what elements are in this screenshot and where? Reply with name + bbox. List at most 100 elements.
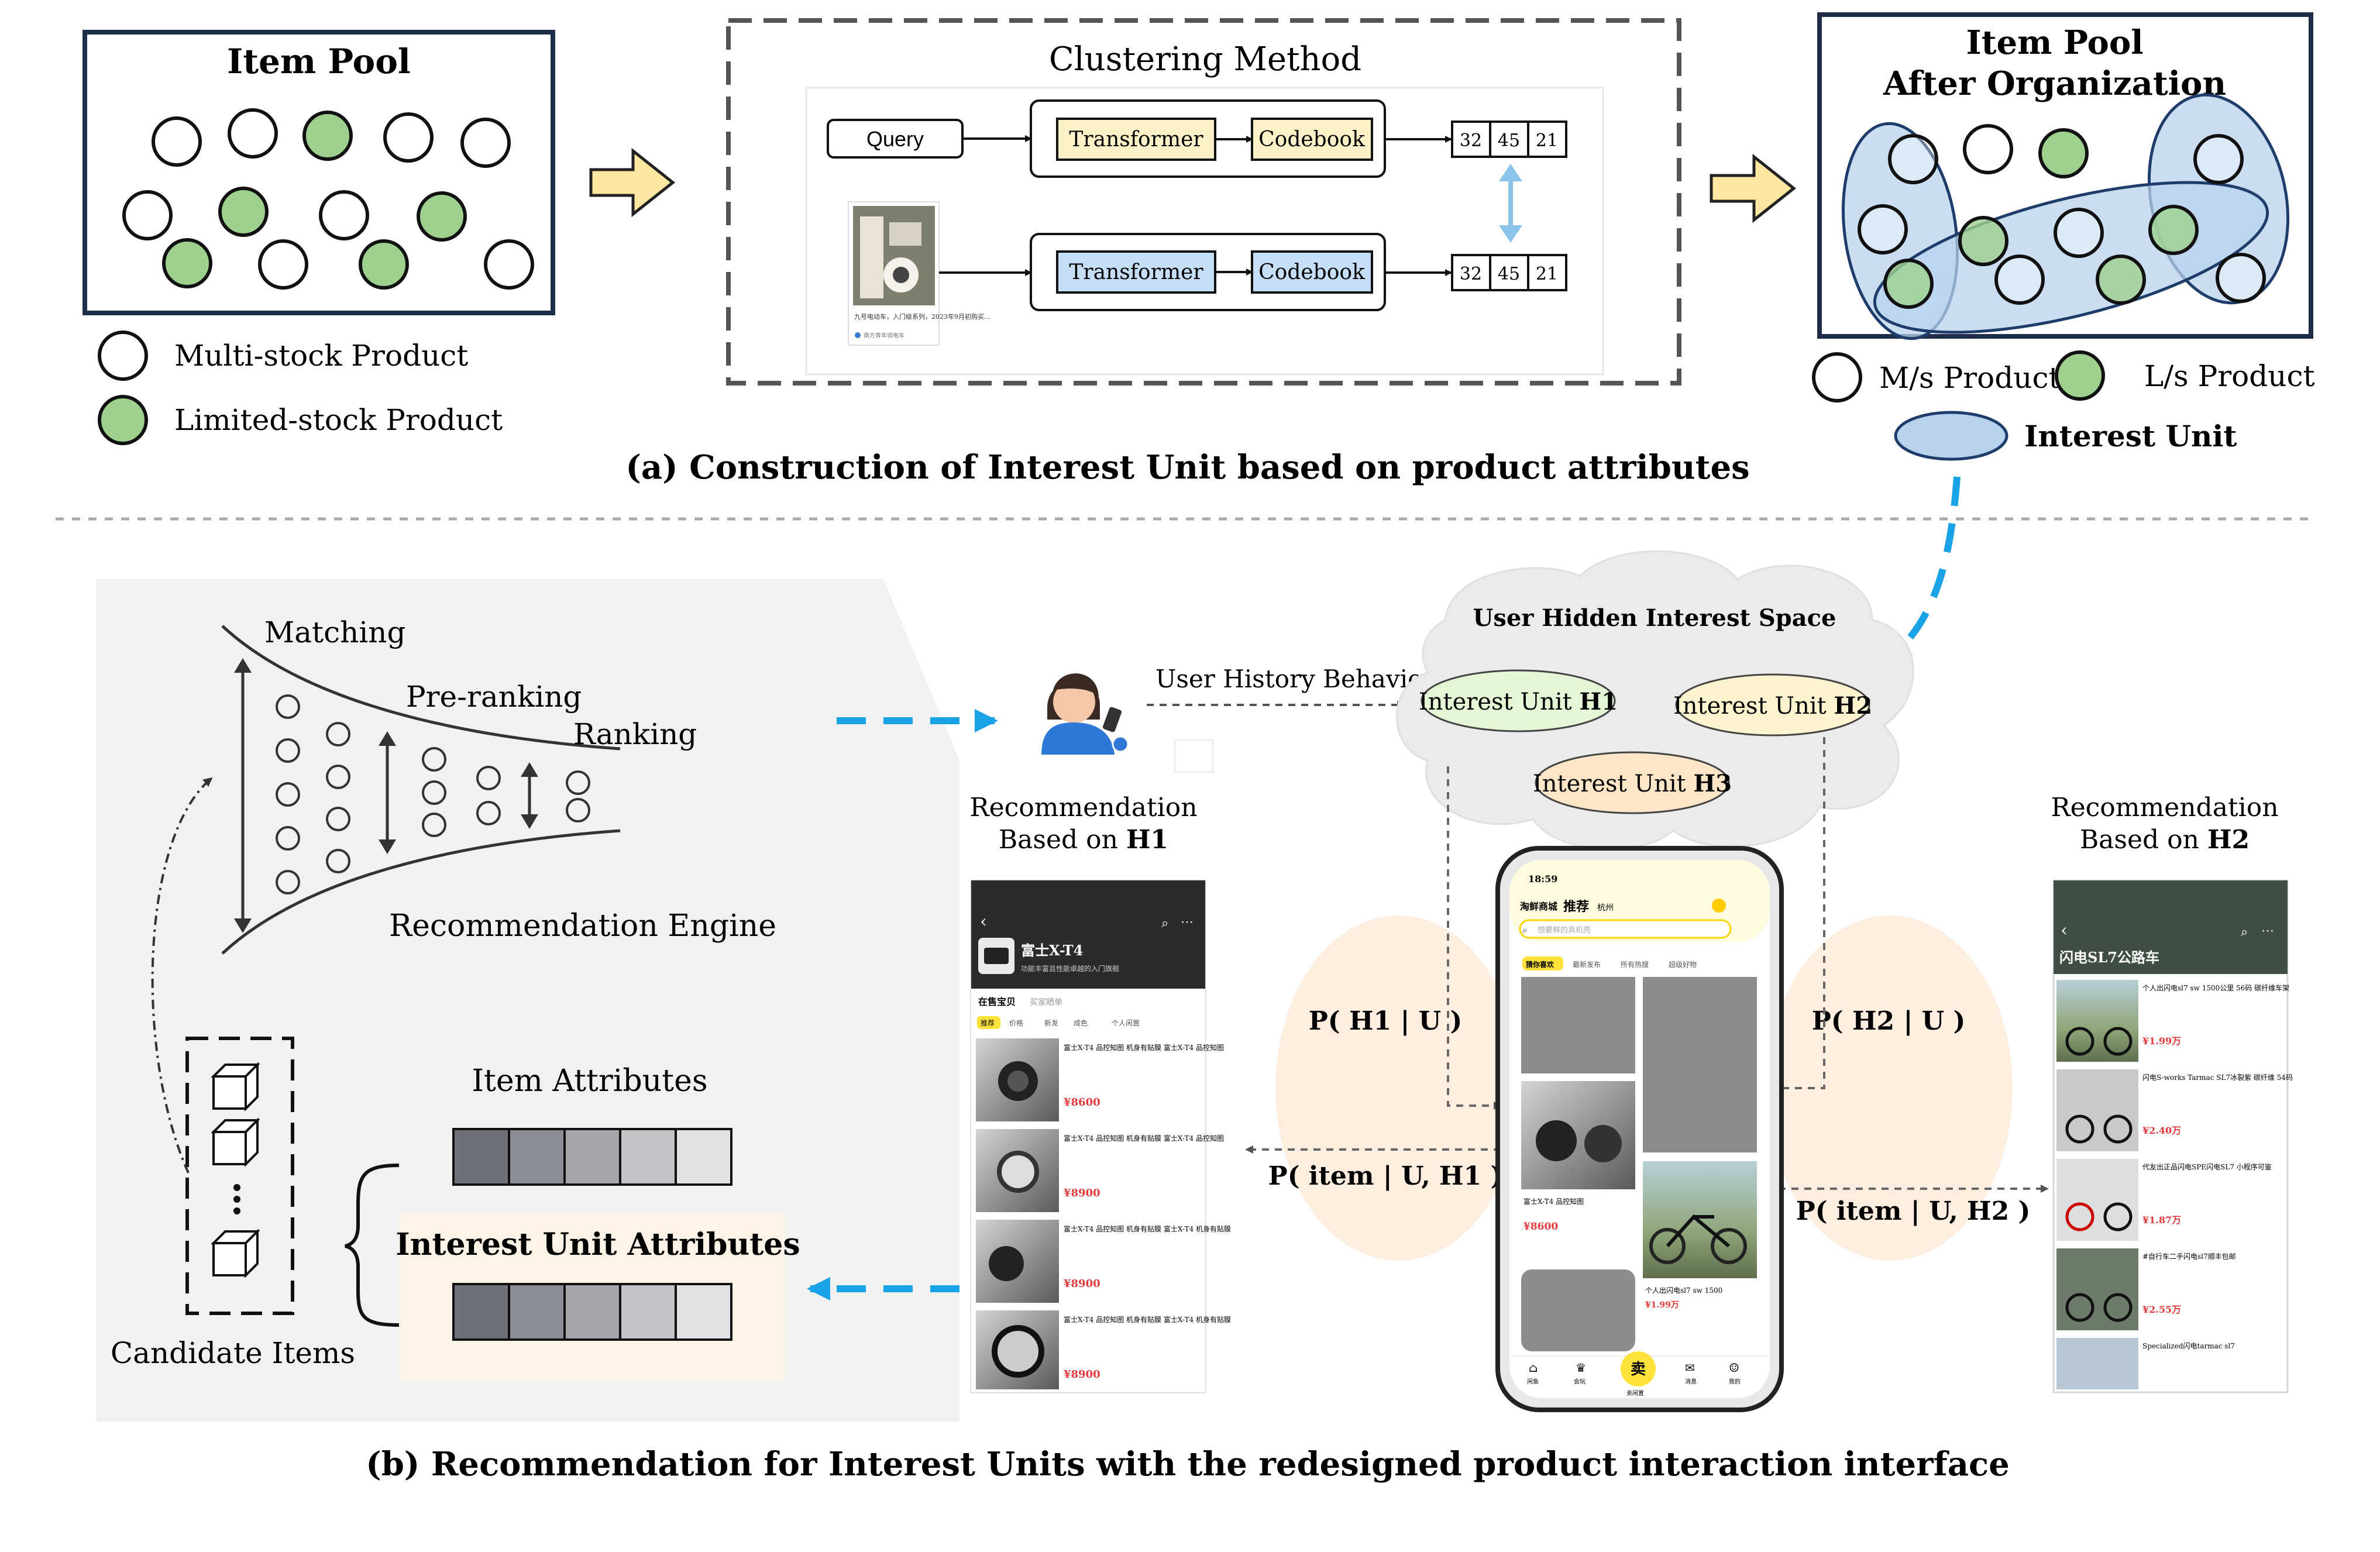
- clustering-title: Clustering Method: [1049, 40, 1361, 78]
- phone-h1-filter-3[interactable]: 成色: [1074, 1019, 1088, 1027]
- phone-center-brand: 淘鲜商城: [1520, 901, 1557, 912]
- phone-h1-tab-1[interactable]: 买家晒单: [1030, 997, 1062, 1007]
- feed-card-placeholder[interactable]: [1521, 977, 1635, 1073]
- multi-stock-product: [228, 108, 278, 159]
- phone-h1-subtitle: 功能丰富且性能卓越的入门旗舰: [1021, 964, 1119, 973]
- phone-h2-item-price: ¥1.87万: [2142, 1214, 2181, 1226]
- ms-product: [2216, 253, 2266, 303]
- transformer-label-top: Transformer: [1069, 128, 1203, 152]
- ms-product: [2193, 134, 2244, 184]
- phone-h1-item-price: ¥8900: [1064, 1278, 1100, 1290]
- nav-label-2[interactable]: 卖闲置: [1626, 1389, 1644, 1397]
- interest-unit-h2: [1675, 673, 1870, 737]
- funnel-ranking: Ranking: [573, 717, 697, 751]
- hidden-interest-cloud: User Hidden Interest Space Interest Unit…: [1396, 550, 1914, 851]
- feed-card-camera-price: ¥8600: [1523, 1221, 1558, 1233]
- feed-card-placeholder[interactable]: [1521, 1269, 1635, 1351]
- item-attributes-bar: [452, 1128, 732, 1186]
- phone-h2-more-icon[interactable]: ⋯: [2261, 924, 2274, 938]
- item-pool: Item Pool: [82, 30, 555, 315]
- limited-stock-product: [417, 191, 467, 242]
- nav-play-icon[interactable]: ♛: [1576, 1361, 1586, 1375]
- nav-label-0[interactable]: 闲鱼: [1527, 1378, 1539, 1385]
- nav-sell-button[interactable]: [1621, 1351, 1656, 1386]
- phone-h1-filter-0[interactable]: 推荐: [981, 1019, 995, 1027]
- nav-label-4[interactable]: 我的: [1729, 1378, 1741, 1385]
- phone-center-coin-icon[interactable]: [1712, 899, 1726, 913]
- phone-h2-item[interactable]: 闪电S-works Tarmac SL7冰裂紫 碳纤维 54码 ¥2.40万: [2056, 1069, 2293, 1151]
- nav-home-icon[interactable]: ⌂: [1529, 1361, 1538, 1375]
- nav-label-1[interactable]: 会玩: [1574, 1378, 1585, 1385]
- codes-bottom: 32 45 21: [1451, 254, 1567, 291]
- phone-h1-item[interactable]: 富士X-T4 品控知图 机身有贴膜 富士X-T4 品控知图 ¥8900: [976, 1129, 1224, 1212]
- funnel-matching: Matching: [264, 615, 406, 649]
- flow-arrow-1: [589, 147, 676, 218]
- phone-h2-item[interactable]: Specialized闪电tarmac sl7: [2056, 1338, 2235, 1389]
- phone-h1-item[interactable]: 富士X-T4 品控知图 机身有贴膜 富士X-T4 机身有贴膜 ¥8900: [976, 1220, 1231, 1303]
- phone-h2-item-price: ¥2.55万: [2142, 1304, 2181, 1315]
- phone-h1-filter-4[interactable]: 个人闲置: [1112, 1019, 1140, 1027]
- phone-h1-item[interactable]: 富士X-T4 品控知图 机身有贴膜 富士X-T4 机身有贴膜 ¥8900: [976, 1310, 1231, 1389]
- phone-h2-item[interactable]: 个人出闪电sl7 sw 1500公里 56码 碳纤维车架 ¥1.99万: [2056, 980, 2289, 1062]
- codes-match-arrow: [1499, 164, 1522, 243]
- feed-card-bike[interactable]: 个人出闪电sl7 sw 1500 ¥1.99万: [1643, 1161, 1757, 1310]
- phone-h2-search-icon[interactable]: ⌕: [2241, 925, 2248, 940]
- user-icon: [1041, 673, 1129, 755]
- multi-stock-product: [122, 190, 173, 240]
- caption-a: (a) Construction of Interest Unit based …: [625, 448, 1749, 487]
- phone-h2-item[interactable]: #自行车二手闪电sl7顺丰包邮 ¥2.55万: [2056, 1248, 2236, 1330]
- phone-h2-back-icon[interactable]: ‹: [2061, 920, 2068, 941]
- nav-profile-icon[interactable]: ☺: [1729, 1361, 1739, 1375]
- cube-icon: [211, 1062, 260, 1111]
- phone-center-chip-0[interactable]: 猜你喜欢: [1525, 960, 1554, 969]
- phone-h1-filter-1[interactable]: 价格: [1009, 1018, 1023, 1027]
- funnel-items: [276, 694, 590, 894]
- phone-h1-filter-2[interactable]: 新发: [1044, 1018, 1058, 1027]
- phone-h2-item[interactable]: 代友出正品闪电SPE闪电SL7 小程序可鉴 ¥1.87万: [2056, 1159, 2272, 1241]
- ms-product: [1994, 254, 2045, 305]
- interest-unit-h3: [1535, 751, 1730, 814]
- codebook-box-bottom: [1251, 250, 1373, 294]
- attributes-brace: [345, 1164, 400, 1327]
- rec-h2-line1: Recommendation: [2051, 793, 2278, 823]
- phone-center-tab-active[interactable]: 推荐: [1563, 899, 1589, 914]
- organized-title-2: After Organization: [1883, 64, 2226, 103]
- prob-h1-u: P( H1 | U ): [1309, 1006, 1463, 1036]
- unit-to-cloud-arrow: [1887, 476, 1961, 661]
- item-pool-legend: Multi-stock Product Limited-stock Produc…: [98, 331, 503, 445]
- phone-h1-item[interactable]: 富士X-T4 品控知图 机身有贴膜 富士X-T4 品控知图 ¥8600: [976, 1038, 1224, 1121]
- prob-ellipse-left: [1275, 916, 1521, 1261]
- phone-center-chip-1[interactable]: 最新发布: [1573, 960, 1601, 969]
- limited-stock-product: [359, 239, 409, 290]
- phone-h1-tab-0[interactable]: 在售宝贝: [978, 996, 1016, 1007]
- code-bottom-1: 45: [1498, 264, 1520, 284]
- phone-center-city[interactable]: 杭州: [1597, 903, 1614, 913]
- ms-product: [1858, 204, 1908, 254]
- item-pool-title: Item Pool: [227, 42, 411, 81]
- phone-center-chip-3[interactable]: 超级好物: [1669, 960, 1697, 969]
- nav-message-icon[interactable]: ✉: [1685, 1361, 1695, 1375]
- phone-center-search-input[interactable]: [1519, 919, 1732, 939]
- clustering-method: Clustering Method Query Transformer Code…: [726, 18, 1681, 386]
- prob-h2-u: P( H2 | U ): [1812, 1006, 1966, 1036]
- nav-label-3[interactable]: 消息: [1685, 1378, 1697, 1385]
- feed-card-placeholder[interactable]: [1643, 977, 1757, 1152]
- prob-item-u-h2: P( item | U, H2 ): [1796, 1196, 2031, 1226]
- phone-h1-item-price: ¥8600: [1064, 1096, 1100, 1109]
- multi-stock-product: [258, 239, 308, 290]
- phone-screen-h1: ‹ ⌕ ⋯ 富士X-T4 功能丰富且性能卓越的入门旗舰 在售宝贝 买家晒单 推荐…: [970, 879, 1231, 1393]
- phone-center-chip-2[interactable]: 所有热搜: [1621, 960, 1649, 969]
- phone-h1-search-icon[interactable]: ⌕: [1161, 916, 1168, 931]
- feed-card-camera[interactable]: 富士X-T4 品控知图 ¥8600: [1521, 1081, 1635, 1233]
- phone-screen-h2: ‹ ⌕ ⋯ 闪电SL7公路车 个人出闪电sl7 sw 1500公里 56码 碳纤…: [2052, 879, 2293, 1393]
- legend-ms-icon: [1812, 352, 1862, 402]
- phone-center-search-icon[interactable]: ⌕: [1522, 924, 1528, 935]
- multi-stock-product: [460, 118, 511, 168]
- phone-h1-back-icon[interactable]: ‹: [980, 911, 987, 932]
- thumbnail-caption: 九号电动车，入门级系列，2023年9月初购买...: [854, 312, 990, 321]
- prob-item-u-h1: P( item | U, H1 ): [1268, 1161, 1503, 1191]
- phone-h2-title: 闪电SL7公路车: [2059, 949, 2159, 966]
- phone-h1-more-icon[interactable]: ⋯: [1181, 915, 1194, 930]
- candidate-to-engine-arrow: [151, 777, 213, 1174]
